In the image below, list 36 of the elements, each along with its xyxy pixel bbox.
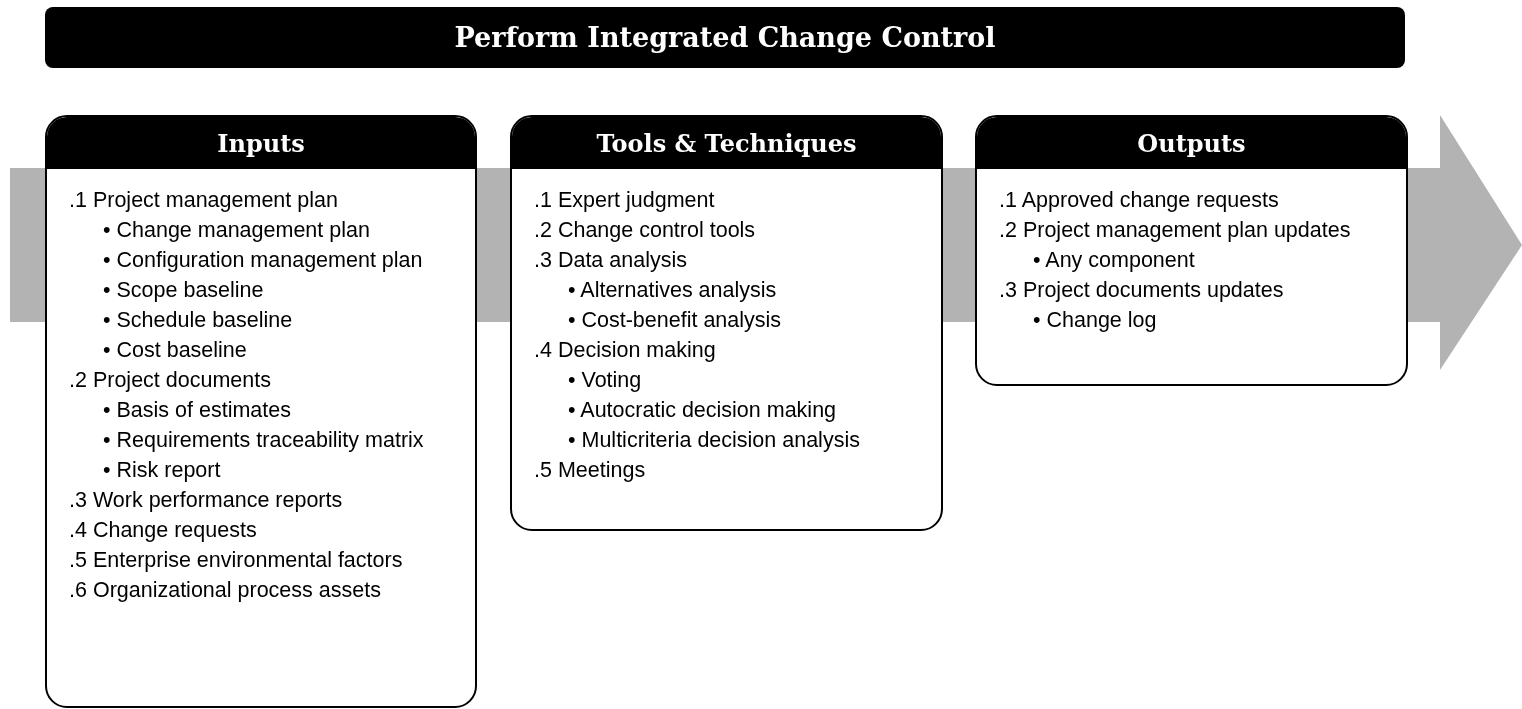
list-item: • Alternatives analysis	[568, 277, 778, 304]
list-panel	[975, 115, 1408, 386]
list-item: .1 Project management plan	[69, 187, 339, 214]
list-item: • Schedule baseline	[103, 307, 294, 334]
list-item: • Autocratic decision making	[568, 397, 838, 424]
list-item: • Change management plan	[103, 217, 371, 244]
panel-heading: Tools & Techniques	[512, 117, 941, 169]
list-item: • Requirements traceability matrix	[103, 427, 425, 454]
list-item: • Cost-benefit analysis	[568, 307, 783, 334]
list-item: • Change log	[1033, 307, 1158, 334]
panel-heading: Outputs	[977, 117, 1406, 169]
list-item: .1 Expert judgment	[534, 187, 716, 214]
list-item: .3 Data analysis	[534, 247, 688, 274]
list-item: .6 Organizational process assets	[69, 577, 382, 604]
title-banner: Perform Integrated Change Control	[45, 7, 1405, 68]
list-item: • Scope baseline	[103, 277, 265, 304]
list-item: • Voting	[568, 367, 643, 394]
list-item: .1 Approved change requests	[999, 187, 1280, 214]
list-item: .3 Work performance reports	[69, 487, 344, 514]
list-item: • Risk report	[103, 457, 222, 484]
panel-heading: Inputs	[47, 117, 475, 169]
list-item: • Basis of estimates	[103, 397, 292, 424]
list-panel	[510, 115, 943, 531]
list-item: .5 Enterprise environmental factors	[69, 547, 404, 574]
list-item: .5 Meetings	[534, 457, 647, 484]
list-item: .2 Project documents	[69, 367, 272, 394]
list-item: • Configuration management plan	[103, 247, 424, 274]
list-panel	[45, 115, 477, 708]
list-item: • Multicriteria decision analysis	[568, 427, 861, 454]
list-item: .2 Change control tools	[534, 217, 757, 244]
list-item: • Cost baseline	[103, 337, 248, 364]
list-item: .2 Project management plan updates	[999, 217, 1352, 244]
list-item: .4 Decision making	[534, 337, 717, 364]
list-item: .4 Change requests	[69, 517, 258, 544]
list-item: • Any component	[1033, 247, 1196, 274]
list-item: .3 Project documents updates	[999, 277, 1285, 304]
